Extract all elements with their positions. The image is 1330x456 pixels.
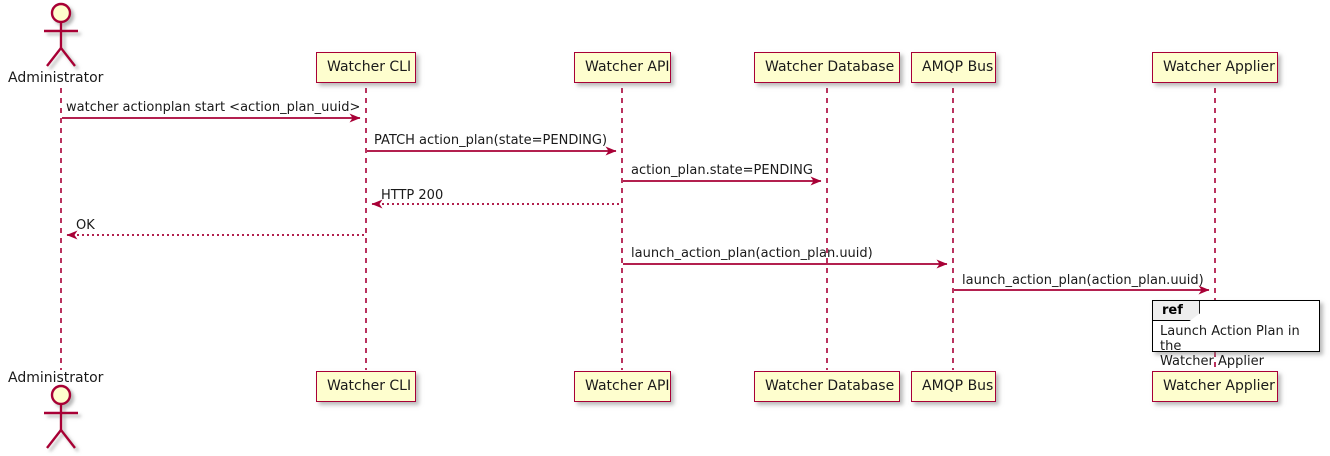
ref-fragment: ref Launch Action Plan in the Watcher Ap… — [1152, 300, 1320, 369]
participant-watcher-cli-bottom[interactable]: Watcher CLI — [316, 371, 416, 402]
message-label-6: launch_action_plan(action_plan.uuid) — [631, 246, 873, 261]
participant-watcher-api-top[interactable]: Watcher API — [574, 52, 671, 83]
message-label-1: watcher actionplan start <action_plan_uu… — [66, 100, 361, 115]
participant-watcher-cli-top[interactable]: Watcher CLI — [316, 52, 416, 83]
message-label-2: PATCH action_plan(state=PENDING) — [374, 133, 608, 148]
participant-watcher-applier-top[interactable]: Watcher Applier — [1152, 52, 1278, 83]
message-label-3: action_plan.state=PENDING — [631, 163, 813, 178]
actor-administrator-top — [44, 2, 78, 67]
message-label-5: OK — [76, 218, 95, 233]
lifelines — [60, 88, 1216, 370]
ref-fragment-text: Launch Action Plan in the Watcher Applie… — [1160, 324, 1300, 369]
message-label-4: HTTP 200 — [381, 188, 444, 203]
participant-amqp-bus-top[interactable]: AMQP Bus — [911, 52, 996, 83]
actor-label-administrator-bottom: Administrator — [8, 370, 104, 386]
ref-fragment-tab-label: ref — [1153, 301, 1200, 321]
participant-watcher-api-bottom[interactable]: Watcher API — [574, 371, 671, 402]
participant-watcher-database-bottom[interactable]: Watcher Database — [754, 371, 900, 402]
participant-amqp-bus-bottom[interactable]: AMQP Bus — [911, 371, 996, 402]
message-label-7: launch_action_plan(action_plan.uuid) — [962, 273, 1204, 288]
participant-watcher-applier-bottom[interactable]: Watcher Applier — [1152, 371, 1278, 402]
actor-administrator-bottom — [44, 384, 78, 449]
participant-watcher-database-top[interactable]: Watcher Database — [754, 52, 900, 83]
actor-label-administrator-top: Administrator — [8, 70, 104, 86]
message-arrows — [62, 113, 1210, 295]
